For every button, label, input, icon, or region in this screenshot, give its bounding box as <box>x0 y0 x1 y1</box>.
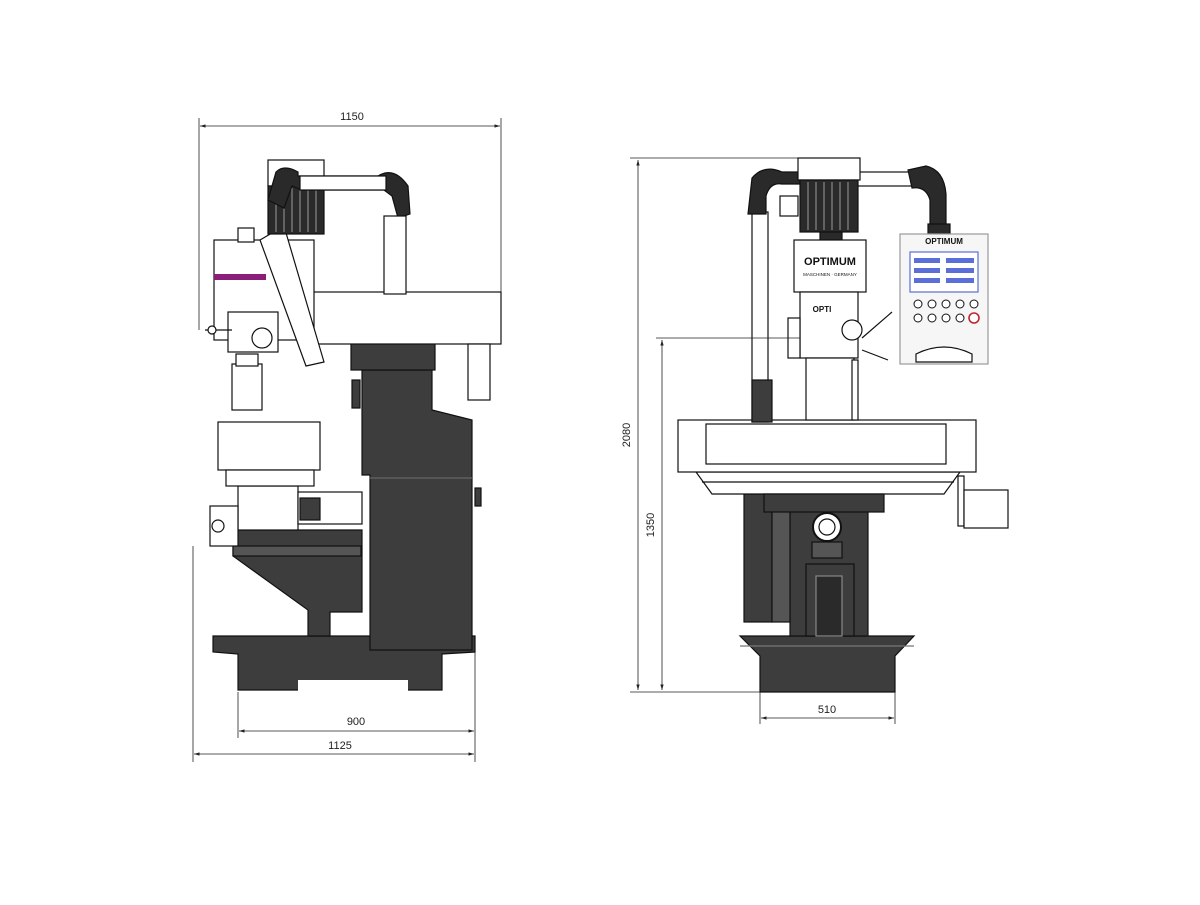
side-dimensions <box>192 118 502 762</box>
head-brand-subtitle: MASCHINEN · GERMANY <box>803 272 857 277</box>
panel-button[interactable] <box>913 313 923 323</box>
side-table <box>217 421 321 487</box>
panel-button[interactable] <box>927 313 937 323</box>
side-cable-arm <box>267 167 411 295</box>
side-feed-motor <box>209 485 363 547</box>
panel-button[interactable] <box>941 313 951 323</box>
front-table <box>677 419 1009 529</box>
panel-display-readouts <box>914 258 974 283</box>
panel-button[interactable] <box>927 299 937 309</box>
dim-side-base-outer: 1125 <box>328 740 352 752</box>
front-view: OPTIMUM MASCHINEN · GERMANY OPTI <box>677 157 1009 693</box>
dim-front-base-width: 510 <box>818 704 836 716</box>
dim-side-base-inner: 900 <box>347 716 365 728</box>
dim-front-table-height: 1350 <box>645 513 657 537</box>
head-brand-label: OPTIMUM <box>804 256 856 268</box>
front-column <box>743 493 869 637</box>
dim-front-total-height: 2080 <box>621 423 633 447</box>
head-badge-label: OPTI <box>813 305 832 314</box>
panel-brand-label: OPTIMUM <box>925 237 963 246</box>
control-panel <box>899 233 989 365</box>
panel-button[interactable] <box>941 299 951 309</box>
side-knee <box>232 529 363 637</box>
side-ram <box>304 291 502 401</box>
side-head <box>205 225 325 367</box>
dim-side-top-width: 1150 <box>340 111 364 123</box>
front-panel-arm <box>851 165 951 237</box>
panel-button[interactable] <box>969 299 979 309</box>
panel-button[interactable] <box>913 299 923 309</box>
front-base <box>738 635 916 693</box>
panel-handle[interactable] <box>915 346 973 363</box>
side-column <box>350 339 482 651</box>
front-spindle-motor <box>797 157 861 241</box>
panel-buttons <box>913 299 980 324</box>
emergency-stop-button[interactable] <box>968 312 980 324</box>
front-dimensions <box>630 157 896 724</box>
side-view <box>205 159 502 692</box>
side-quill <box>231 353 263 411</box>
front-saddle <box>694 471 962 513</box>
panel-button[interactable] <box>955 313 965 323</box>
side-accent-stripe <box>214 274 266 280</box>
panel-button[interactable] <box>955 299 965 309</box>
front-cable-column <box>747 168 801 423</box>
